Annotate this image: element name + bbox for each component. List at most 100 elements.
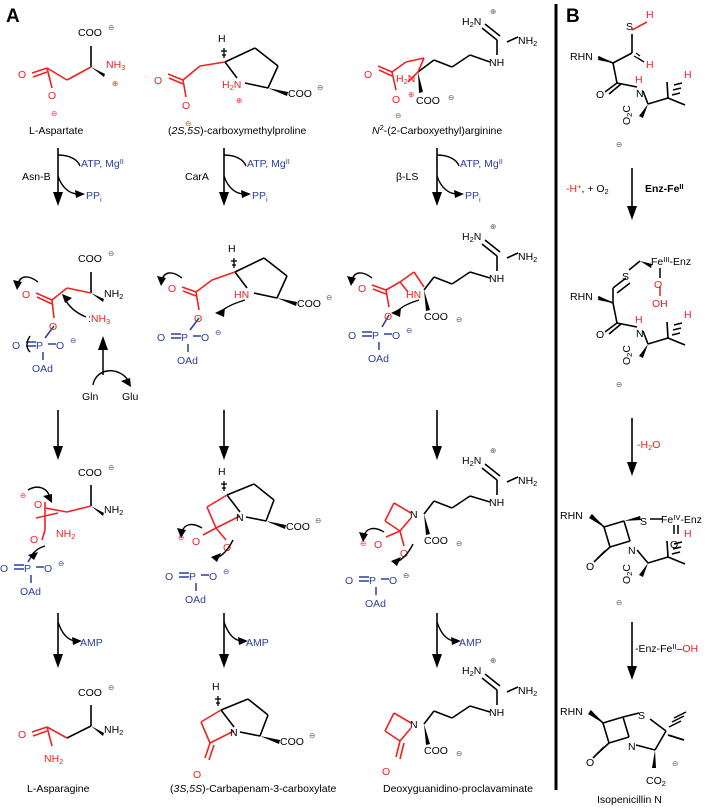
label-nh2-amide-asparagine: NH2 bbox=[44, 753, 63, 766]
label-o-single-cmp: O bbox=[182, 100, 190, 112]
charge-minus-co2-ipn: ⊖ bbox=[672, 759, 678, 768]
label-coo-azetidinone: COO bbox=[424, 535, 448, 547]
label-phosphate-o-right-2: O bbox=[44, 563, 52, 575]
label-o-ester-proline-adenylate: O bbox=[194, 313, 202, 325]
arrow-b-step3: -Enz-FeII–OH bbox=[627, 622, 698, 680]
structure-thioaldehyde-feiii: S FeIII-Enz O OH RHN O H N H O2C ⊖ bbox=[570, 255, 692, 389]
label-s-thioaldehyde: S bbox=[622, 271, 629, 283]
charge-minus-coo-proline-adenylate: ⊖ bbox=[326, 293, 332, 302]
label-fe-iii-enz: FeIII-Enz bbox=[651, 255, 691, 268]
label-o-single-aspartate: O bbox=[48, 90, 56, 102]
label-n-proclavaminate: N bbox=[410, 719, 418, 731]
label-enzyme-bls: β-LS bbox=[396, 171, 418, 183]
caption-carbapenam: (3S,5S)-Carbapenam-3-carboxylate bbox=[170, 783, 336, 795]
caption-l-asparagine: L-Asparagine bbox=[27, 783, 90, 795]
label-nh2-adenylate1: NH2 bbox=[104, 288, 123, 301]
label-oad-col2b: OAd bbox=[185, 594, 206, 606]
label-coo-cea: COO bbox=[416, 95, 440, 107]
structure-tetrahedral-asn: COO ⊖ NH2 O ⊖ O NH2 O P O ⊖ OAd bbox=[0, 463, 123, 598]
label-atp-mg-col1: ATP, MgII bbox=[81, 157, 124, 170]
label-amide-n-acv: N bbox=[636, 88, 644, 100]
label-phosphorus-col3b: P bbox=[369, 575, 376, 587]
charge-minus-coo-bicyclic: ⊖ bbox=[315, 516, 321, 525]
charge-minus-phosphate-col2b: ⊖ bbox=[223, 567, 229, 576]
label-rhn-ipn: RHN bbox=[560, 706, 583, 718]
label-rhn-acv: RHN bbox=[570, 51, 593, 63]
charge-minus-o-tetra1: ⊖ bbox=[20, 491, 26, 500]
label-co2-ipn: CO2 bbox=[646, 775, 666, 788]
label-s-betalactam: S bbox=[640, 516, 647, 528]
label-oad-col2: OAd bbox=[177, 355, 198, 367]
charge-plus-nh3-aspartate: ⊕ bbox=[112, 79, 118, 88]
label-nh2-tetra1: NH2 bbox=[104, 504, 123, 517]
label-o-ester-arg-adenylate: O bbox=[384, 311, 392, 323]
caption-l-aspartate: L-Aspartate bbox=[29, 125, 83, 137]
label-h-bicyclic: H bbox=[218, 466, 226, 478]
charge-minus-o-cea: ⊖ bbox=[395, 111, 401, 120]
charge-minus-phosphate-2: ⊖ bbox=[58, 559, 64, 568]
label-o-double-arg-adenylate: O bbox=[358, 283, 366, 295]
label-coo-proline-adenylate: COO bbox=[297, 298, 321, 310]
charge-minus-coo-adenylate1: ⊖ bbox=[108, 249, 114, 258]
label-nh2-guanidine-2: NH2 bbox=[518, 251, 537, 264]
label-nh2-guanidine: NH2 bbox=[518, 35, 537, 48]
label-coo-proclavaminate: COO bbox=[424, 745, 448, 757]
label-ppi-col3: PPi bbox=[465, 190, 481, 204]
structure-carbapenam: H N COO ⊖ O bbox=[193, 681, 315, 781]
arrow-step2-col1 bbox=[53, 410, 63, 460]
label-phosphate-o-right-col2b: O bbox=[209, 571, 217, 583]
label-oad-col3b: OAd bbox=[365, 598, 386, 610]
arrow-b-step1: -H+, + O2 Enz-FeII bbox=[566, 168, 684, 220]
label-coo-bicyclic: COO bbox=[286, 521, 310, 533]
arrow-step3-col1: AMP bbox=[53, 613, 103, 668]
label-phosphate-o-left-2: O bbox=[0, 563, 8, 575]
caption-carboxymethylproline: (2S,5S)-carboxymethylproline bbox=[168, 125, 306, 137]
charge-minus-o-azetidinone: ⊖ bbox=[360, 539, 366, 548]
label-hn-arg-adenylate: HN bbox=[406, 289, 421, 301]
label-n-carbapenam: N bbox=[230, 727, 238, 739]
label-o-double-proline-adenylate: O bbox=[168, 283, 176, 295]
structure-carboxymethylproline: H H2N ⊕ COO ⊖ O O ⊖ bbox=[154, 33, 323, 128]
structure-isopenicillin-n: RHN S O N CO2 ⊖ bbox=[560, 706, 687, 788]
label-n-bicyclic: N bbox=[236, 512, 244, 524]
label-enzyme-asnb: Asn-B bbox=[22, 171, 51, 183]
caption-deoxyguanidino-proclavaminate: Deoxyguanidino-proclavaminate bbox=[383, 783, 533, 795]
structure-aspartyl-adenylate: COO ⊖ NH2 O O O P O ⊖ OAd :NH3 Gln Glu bbox=[12, 249, 139, 403]
charge-minus-coo-carbapenam: ⊖ bbox=[309, 731, 315, 740]
arrow-b-step2: -H2O bbox=[627, 418, 660, 476]
charge-minus-phosphate-1: ⊖ bbox=[70, 336, 76, 345]
label-h-cmp: H bbox=[218, 33, 226, 45]
arrow-step2-col2 bbox=[219, 410, 229, 460]
label-h2n-guanidine-3: H2N bbox=[462, 455, 481, 468]
label-amp-col3: AMP bbox=[459, 637, 482, 649]
structure-deoxyguanidino-proclavaminate: H2N ⊕ NH2 NH N COO ⊖ O bbox=[382, 656, 537, 778]
charge-minus-coo-azetidinone: ⊖ bbox=[456, 539, 462, 548]
structure-carboxyethylarginine: H2N ⊕ NH2 NH H2N ⊕ COO ⊖ O O ⊖ bbox=[364, 7, 537, 120]
label-o-oxo-feiv: O bbox=[670, 539, 678, 551]
label-phosphate-o-right-col2: O bbox=[201, 332, 209, 344]
label-phosphorus-1: P bbox=[36, 340, 43, 352]
charge-plus-guanidine-4: ⊕ bbox=[490, 656, 496, 665]
label-phosphate-o-left-col2: O bbox=[157, 332, 165, 344]
label-nh-guanidine: NH bbox=[489, 57, 504, 69]
panel-a-letter: A bbox=[6, 6, 20, 27]
charge-plus-guanidine-3: ⊕ bbox=[490, 446, 496, 455]
label-s-acv: S bbox=[626, 21, 633, 33]
label-h2n-guanidine-2: H2N bbox=[462, 231, 481, 244]
label-coo-cmp: COO bbox=[288, 88, 312, 100]
label-o-amide-thioaldehyde: O bbox=[596, 329, 604, 341]
label-s-ipn: S bbox=[638, 710, 645, 722]
arrow-step1-col1: Asn-B ATP, MgII PPi bbox=[22, 148, 124, 206]
label-amide-n-thioaldehyde: N bbox=[636, 328, 644, 340]
charge-plus-n-cea: ⊕ bbox=[408, 90, 414, 99]
charge-plus-guanidine-2: ⊕ bbox=[490, 222, 496, 231]
label-h-val-betalactam: H bbox=[684, 528, 692, 540]
label-coo-asparagine: COO bbox=[78, 687, 102, 699]
label-coo-tetra1: COO bbox=[78, 467, 102, 479]
structure-betalactam-feiv: RHN S FeIV-Enz O O N H O2C ⊖ bbox=[560, 510, 702, 607]
panel-b-letter: B bbox=[566, 6, 580, 27]
charge-minus-o-aspartate: ⊖ bbox=[51, 109, 57, 118]
label-o-minus-azetidinone: O bbox=[374, 539, 382, 551]
caption-isopenicillin-n: Isopenicillin N bbox=[597, 794, 662, 806]
label-phosphorus-2: P bbox=[24, 563, 31, 575]
